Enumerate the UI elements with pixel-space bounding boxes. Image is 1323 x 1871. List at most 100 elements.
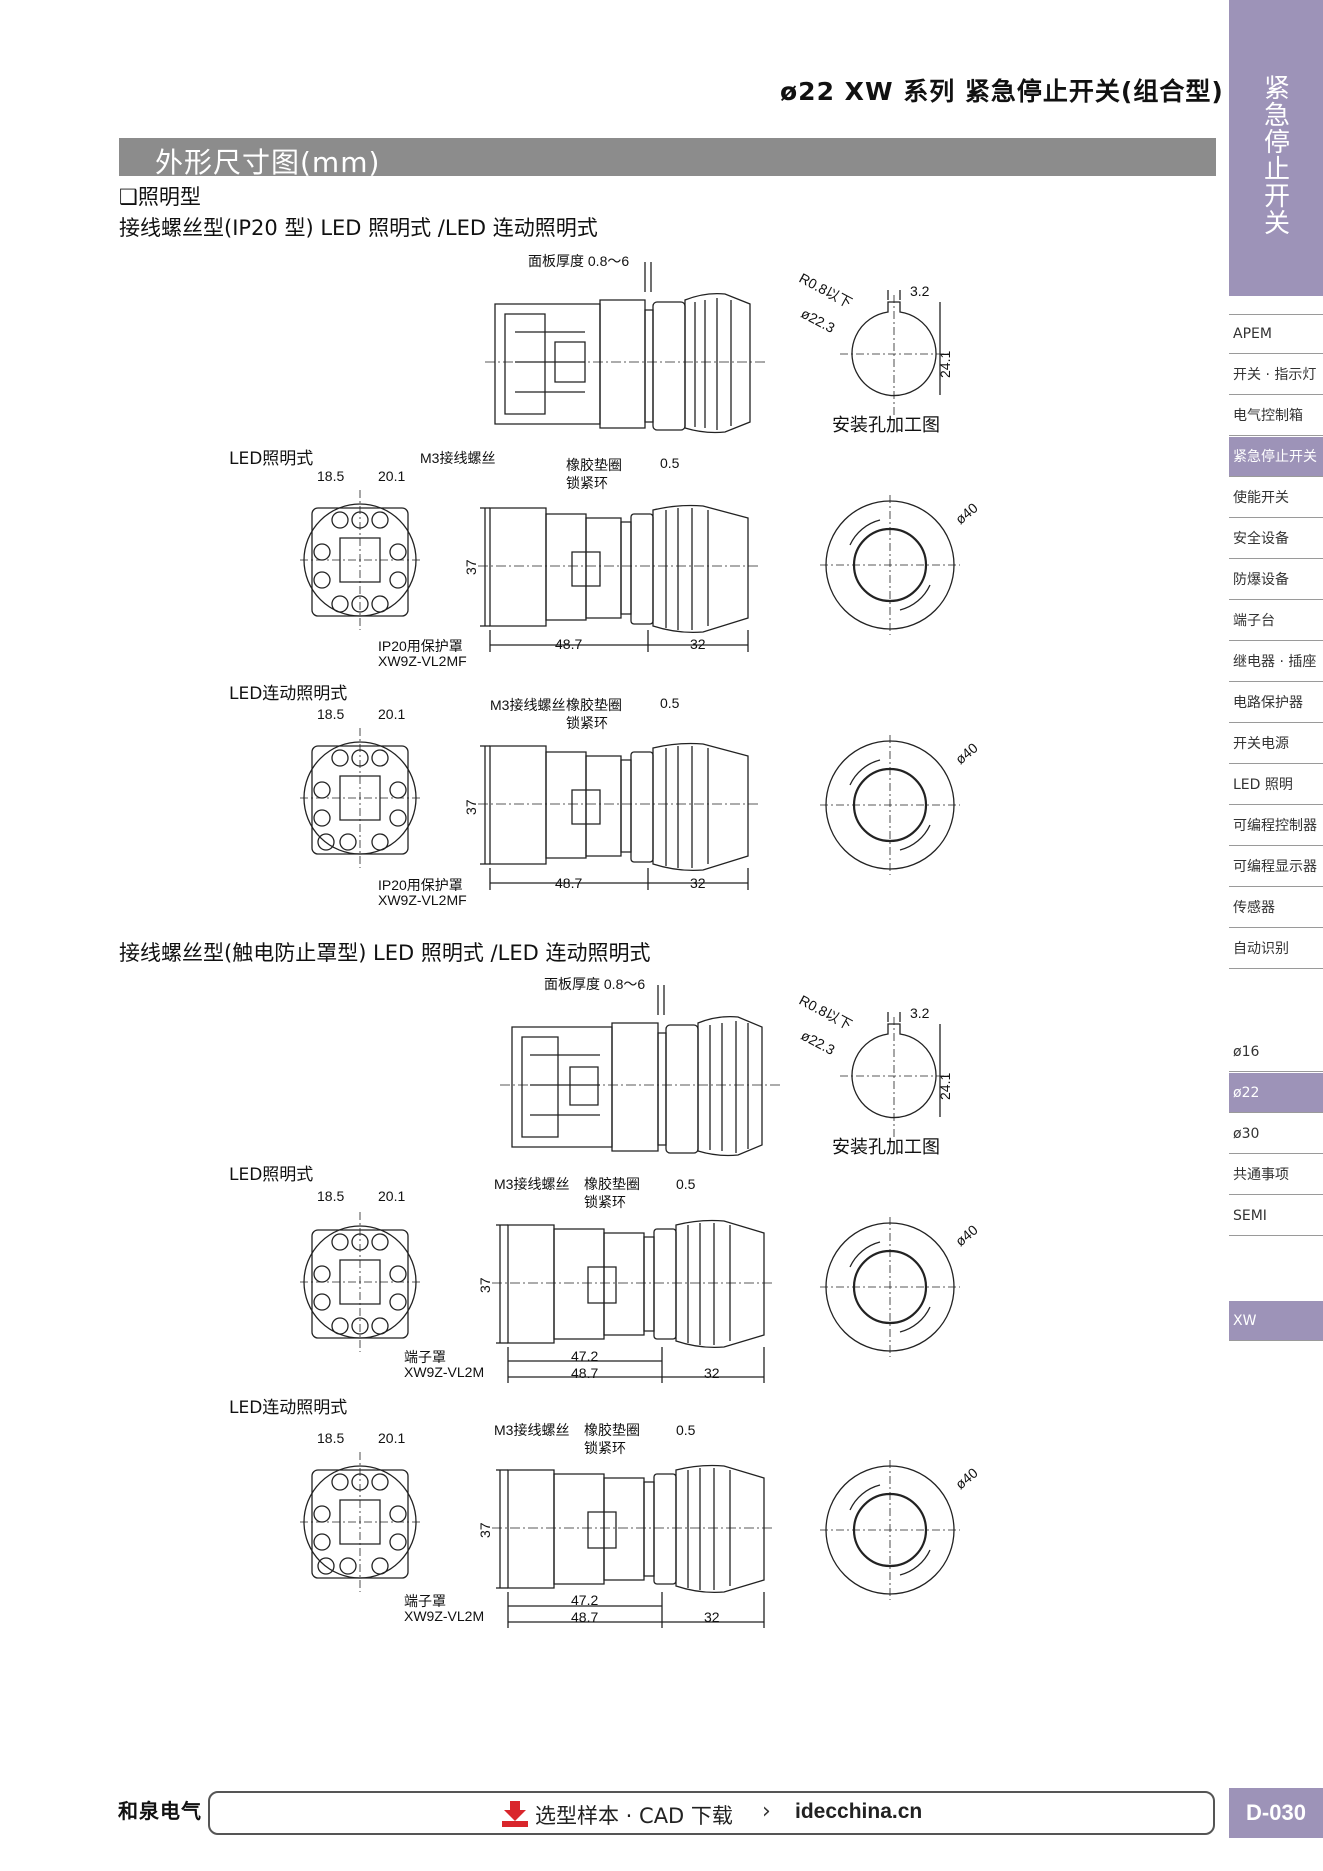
lock-ring-a1: 锁紧环 — [566, 475, 608, 491]
sidebar-item-explosion-proof[interactable]: 防爆设备 — [1229, 560, 1323, 600]
group-b-heading: 接线螺丝型(触电防止罩型) LED 照明式 /LED 连动照明式 — [119, 941, 651, 965]
side-view-top-b — [500, 985, 780, 1155]
sidebar-common[interactable]: 共通事项 — [1229, 1155, 1323, 1195]
download-icon — [502, 1801, 528, 1827]
d487-a1: 48.7 — [555, 636, 583, 652]
side-view-a2 — [478, 738, 758, 898]
sidebar-item-plc[interactable]: 可编程控制器 — [1229, 806, 1323, 846]
footer-site-link[interactable]: idecchina.cn — [795, 1800, 923, 1823]
ip20-cover-model-a2: XW9Z-VL2MF — [378, 892, 467, 908]
section-bar: 外形尺寸图(mm) — [119, 138, 1216, 179]
d32-a2: 32 — [690, 875, 706, 891]
rear-view-a1 — [300, 490, 420, 630]
sidebar-series-xw[interactable]: XW — [1229, 1301, 1323, 1341]
rear-view-a2 — [300, 728, 420, 868]
sidebar-item-sensor[interactable]: 传感器 — [1229, 888, 1323, 928]
d185-b1: 18.5 — [317, 1188, 345, 1204]
chevron-right-icon: › — [762, 1799, 771, 1824]
rubber-gasket-b1: 橡胶垫圈 — [584, 1176, 640, 1192]
d185-a2: 18.5 — [317, 706, 345, 722]
d201-b2: 20.1 — [378, 1430, 406, 1446]
sidebar-item-safety[interactable]: 安全设备 — [1229, 519, 1323, 559]
sidebar-item-apem[interactable]: APEM — [1229, 314, 1323, 354]
m3-screw-a1: M3接线螺丝 — [420, 450, 496, 466]
sidebar-semi[interactable]: SEMI — [1229, 1196, 1323, 1236]
sidebar-size-16[interactable]: ø16 — [1229, 1032, 1323, 1072]
m3-screw-b1: M3接线螺丝 — [494, 1176, 570, 1192]
d223-label-a: ø22.3 — [798, 305, 838, 336]
side-view-b1 — [492, 1215, 772, 1385]
d185-a1: 18.5 — [317, 468, 345, 484]
mount-hole-b — [840, 1012, 960, 1142]
d05-a1: 0.5 — [660, 455, 680, 471]
group-a-heading: 接线螺丝型(IP20 型) LED 照明式 /LED 连动照明式 — [119, 216, 598, 240]
d37-a2: 37 — [463, 799, 479, 815]
m3-screw-a2: M3接线螺丝 — [490, 697, 566, 713]
side-view-a1 — [478, 500, 758, 660]
sidebar-size-22[interactable]: ø22 — [1229, 1073, 1323, 1113]
rear-view-b1 — [300, 1212, 420, 1352]
footer-download-bar[interactable]: 选型样本 · CAD 下载 › idecchina.cn — [208, 1791, 1215, 1835]
led-lighting-label-b: LED照明式 — [229, 1165, 314, 1185]
d223-label-b: ø22.3 — [798, 1027, 838, 1058]
d487-b2: 48.7 — [571, 1609, 599, 1625]
m3-screw-b2: M3接线螺丝 — [494, 1422, 570, 1438]
mount-hole-caption-b: 安装孔加工图 — [832, 1137, 940, 1158]
d201-a1: 20.1 — [378, 468, 406, 484]
d487-b1: 48.7 — [571, 1365, 599, 1381]
sidebar-item-hmi[interactable]: 可编程显示器 — [1229, 847, 1323, 887]
lock-ring-b2: 锁紧环 — [584, 1440, 626, 1456]
d32-a1: 32 — [690, 636, 706, 652]
ip20-cover-a1: IP20用保护罩 — [378, 638, 463, 654]
sidebar-item-led-lighting[interactable]: LED 照明 — [1229, 765, 1323, 805]
panel-thickness-label-a: 面板厚度 0.8～6 — [528, 253, 630, 269]
sidebar-item-auto-id[interactable]: 自动识别 — [1229, 929, 1323, 969]
led-lighting-label-a: LED照明式 — [229, 449, 314, 469]
d472-b1: 47.2 — [571, 1348, 599, 1364]
terminal-cover-b1: 端子罩 — [404, 1349, 446, 1365]
page-title: ø22 XW 系列 紧急停止开关(组合型) — [780, 77, 1224, 106]
d32-label-b: 3.2 — [910, 1005, 930, 1021]
lock-ring-b1: 锁紧环 — [584, 1194, 626, 1210]
front-view-a1 — [820, 495, 960, 635]
ip20-cover-model-a1: XW9Z-VL2MF — [378, 653, 467, 669]
led-linked-label-a: LED连动照明式 — [229, 684, 348, 704]
d487-a2: 48.7 — [555, 875, 583, 891]
sidebar-item-power-supply[interactable]: 开关电源 — [1229, 724, 1323, 764]
ip20-cover-a2: IP20用保护罩 — [378, 877, 463, 893]
front-view-b1 — [820, 1217, 960, 1357]
sidebar-item-enable-switch[interactable]: 使能开关 — [1229, 478, 1323, 518]
sidebar-item-emergency-stop[interactable]: 紧急停止开关 — [1229, 437, 1323, 477]
d201-b1: 20.1 — [378, 1188, 406, 1204]
d05-a2: 0.5 — [660, 695, 680, 711]
d472-b2: 47.2 — [571, 1592, 599, 1608]
d37-b2: 37 — [477, 1522, 493, 1538]
sidebar-item-circuit-protector[interactable]: 电路保护器 — [1229, 683, 1323, 723]
sidebar-item-control-box[interactable]: 电气控制箱 — [1229, 396, 1323, 436]
front-view-b2 — [820, 1460, 960, 1600]
mount-hole-a — [840, 290, 960, 420]
sidebar-category-tab: 紧急停止开关 — [1229, 0, 1323, 296]
d201-a2: 20.1 — [378, 706, 406, 722]
sidebar-item-relay-socket[interactable]: 继电器 · 插座 — [1229, 642, 1323, 682]
brand-logo: 和泉电气 — [118, 1799, 202, 1823]
lock-ring-a2: 锁紧环 — [566, 715, 608, 731]
side-view-b2 — [492, 1460, 772, 1630]
sidebar-item-terminal-block[interactable]: 端子台 — [1229, 601, 1323, 641]
sidebar-item-switch-indicator[interactable]: 开关 · 指示灯 — [1229, 355, 1323, 395]
d32-b1: 32 — [704, 1365, 720, 1381]
lighting-type-heading: ❑照明型 — [119, 185, 201, 209]
footer-cta[interactable]: 选型样本 · CAD 下载 — [535, 1804, 733, 1828]
rubber-gasket-a2: 橡胶垫圈 — [566, 697, 622, 713]
d37-b1: 37 — [477, 1277, 493, 1293]
terminal-cover-b2: 端子罩 — [404, 1593, 446, 1609]
rubber-gasket-b2: 橡胶垫圈 — [584, 1422, 640, 1438]
terminal-cover-model-b1: XW9Z-VL2M — [404, 1364, 485, 1380]
front-view-a2 — [820, 735, 960, 875]
d32-label-a: 3.2 — [910, 283, 930, 299]
d05-b2: 0.5 — [676, 1422, 696, 1438]
d05-b1: 0.5 — [676, 1176, 696, 1192]
d37-a1: 37 — [463, 559, 479, 575]
sidebar-size-30[interactable]: ø30 — [1229, 1114, 1323, 1154]
led-linked-label-b: LED连动照明式 — [229, 1398, 348, 1418]
